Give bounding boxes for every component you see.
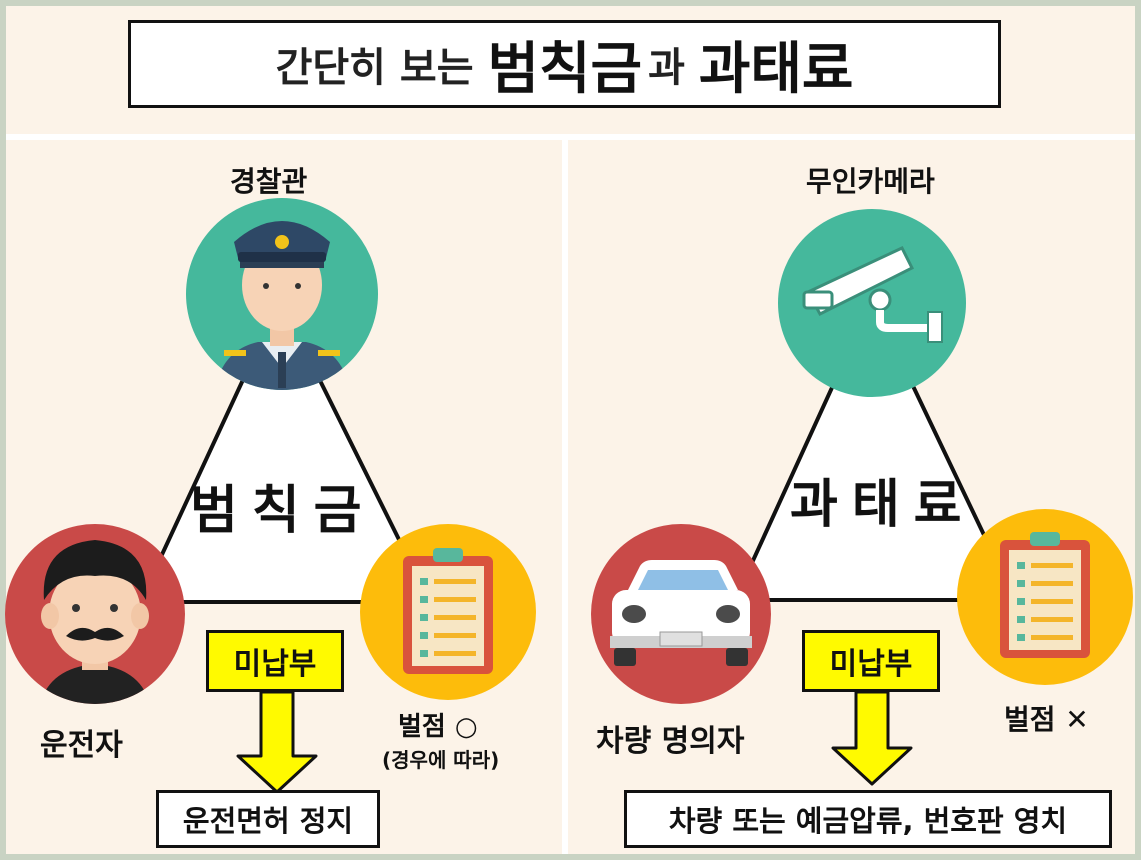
- police-label: 경찰관: [230, 165, 308, 198]
- driver-label: 운전자: [40, 728, 123, 763]
- title-part4: 과태료: [698, 36, 854, 102]
- penalty-points-label: 벌점 ○: [398, 712, 478, 742]
- title-box: 간단히 보는 범칙금 과 과태료: [128, 20, 1001, 108]
- no-penalty-points-label: 벌점 ✕: [1004, 703, 1089, 736]
- driver-icon: [5, 524, 185, 704]
- title-part2: 범칙금: [487, 36, 643, 102]
- clipboard-icon: [957, 509, 1133, 685]
- vehicle-owner-label: 차량 명의자: [596, 724, 745, 759]
- horizontal-divider: [6, 134, 1135, 140]
- unpaid-box: 미납부: [802, 630, 940, 692]
- cctv-camera-icon: [778, 209, 966, 397]
- camera-label: 무인카메라: [806, 165, 935, 198]
- fine-center-label: 범칙금: [190, 481, 376, 541]
- penalty-points-note: (경우에 따라): [382, 748, 500, 772]
- result-box: 차량 또는 예금압류, 번호판 영치: [624, 790, 1112, 848]
- police-officer-icon: [186, 198, 378, 390]
- clipboard-icon: [360, 524, 536, 700]
- left-triangle: [136, 295, 434, 604]
- car-icon: [591, 524, 771, 704]
- right-triangle: [731, 295, 1019, 602]
- down-arrow-icon: [236, 690, 318, 794]
- down-arrow-icon: [831, 690, 913, 786]
- penalty-center-label: 과태료: [790, 475, 976, 535]
- result-box: 운전면허 정지: [156, 790, 380, 848]
- title-part3: 과: [648, 45, 685, 91]
- unpaid-box: 미납부: [206, 630, 344, 692]
- vertical-divider: [562, 140, 568, 854]
- infographic-background: [6, 6, 1135, 854]
- title-part1: 간단히 보는: [275, 45, 474, 91]
